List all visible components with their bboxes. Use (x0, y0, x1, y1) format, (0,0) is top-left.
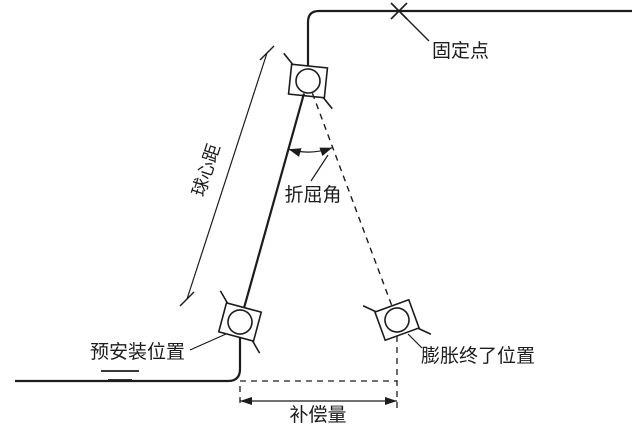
bend-angle-leader (310, 154, 329, 182)
arm-phantom-dashed-line (311, 92, 394, 309)
preinstall-leader (189, 333, 227, 351)
bend-angle-label: 折屈角 (284, 184, 341, 206)
bend-angle-arc: 折屈角 (284, 147, 342, 206)
preinstall-position-label: 预安装位置 (90, 341, 185, 363)
fixed-point-leader (400, 12, 430, 42)
fixed-point-label: 固定点 (432, 40, 489, 62)
ball-joint-expansion-end (362, 298, 432, 342)
bottom-pipe (15, 337, 242, 383)
expansion-end-leader (407, 333, 423, 349)
dimension-tick (259, 45, 275, 61)
dimension-arrow-right (385, 397, 397, 405)
top-pipe (306, 9, 632, 66)
dimension-arrow-left (240, 397, 252, 405)
joint-ball (384, 307, 410, 333)
arc-arrow-right (319, 147, 333, 157)
ground-symbol (101, 370, 139, 381)
dimension-tick (179, 291, 195, 307)
arm-solid-line (242, 93, 306, 310)
arc-arrow-left (288, 148, 302, 157)
ball-joint-top (283, 52, 333, 110)
ball-joint-preinstall (217, 290, 263, 354)
dimension-line (186, 52, 268, 300)
joint-ball (227, 309, 253, 335)
dimension-compensation: 补偿量 (240, 397, 397, 426)
compensation-amount-label: 补偿量 (289, 404, 346, 426)
expansion-end-position-label: 膨胀终了位置 (421, 345, 535, 367)
joint-ball (295, 68, 321, 94)
